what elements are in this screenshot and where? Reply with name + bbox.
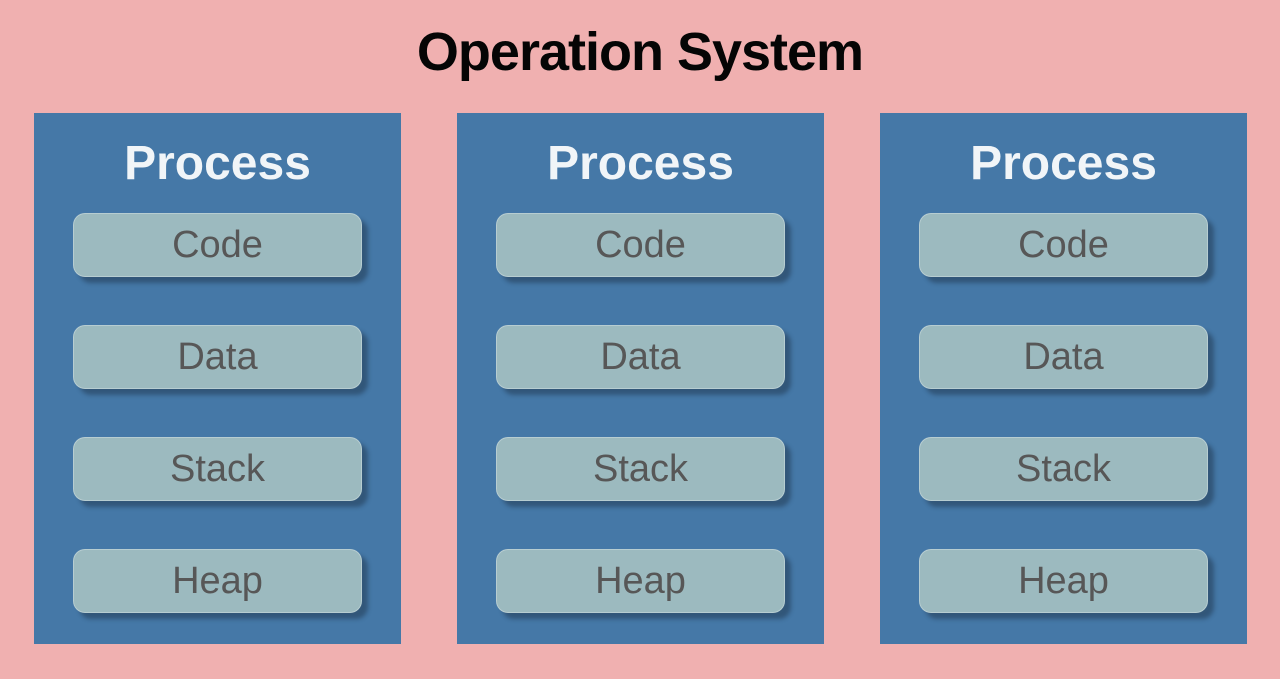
segment-data: Data <box>73 325 362 389</box>
segment-heap: Heap <box>919 549 1208 613</box>
segment-code: Code <box>73 213 362 277</box>
segment-code: Code <box>919 213 1208 277</box>
segment-heap: Heap <box>73 549 362 613</box>
segment-stack: Stack <box>919 437 1208 501</box>
process-box-1: Process Code Data Stack Heap <box>34 113 401 644</box>
process-title: Process <box>547 136 734 190</box>
process-box-2: Process Code Data Stack Heap <box>457 113 824 644</box>
segment-heap: Heap <box>496 549 785 613</box>
segment-stack: Stack <box>496 437 785 501</box>
process-box-3: Process Code Data Stack Heap <box>880 113 1247 644</box>
segment-data: Data <box>496 325 785 389</box>
segment-code: Code <box>496 213 785 277</box>
process-row: Process Code Data Stack Heap Process Cod… <box>0 113 1280 644</box>
diagram-title: Operation System <box>416 21 864 82</box>
segment-stack: Stack <box>73 437 362 501</box>
segment-data: Data <box>919 325 1208 389</box>
process-title: Process <box>124 136 311 190</box>
process-title: Process <box>970 136 1157 190</box>
